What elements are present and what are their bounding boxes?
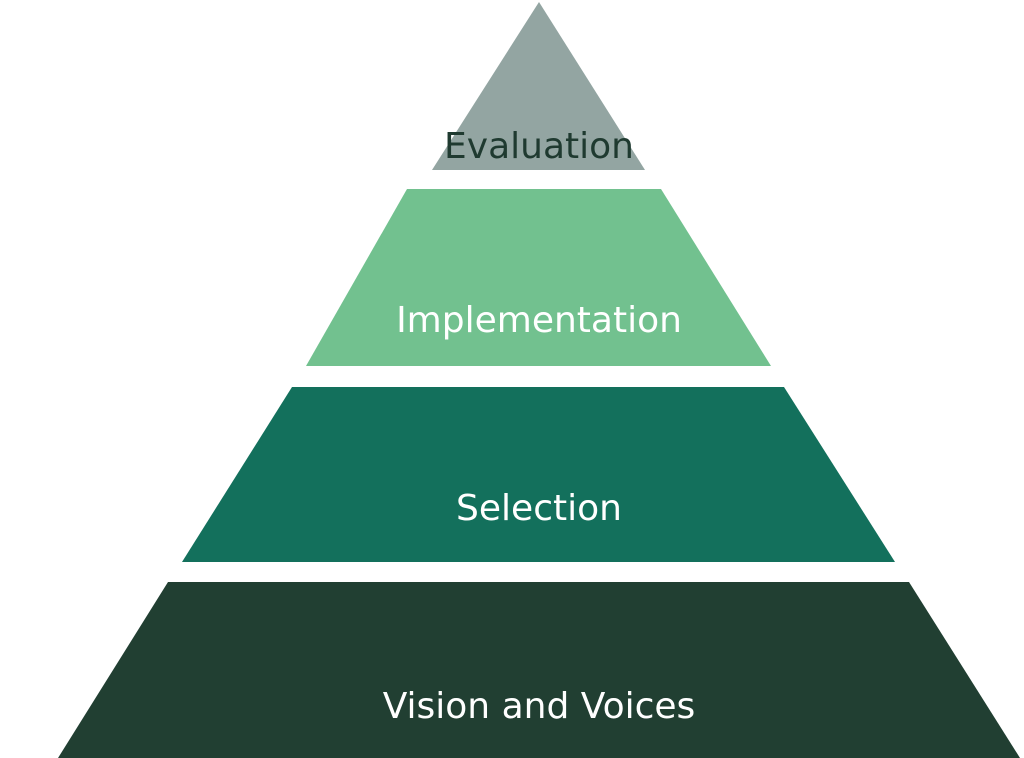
tier-evaluation-label: Evaluation — [444, 126, 634, 167]
tier-selection-shape — [182, 387, 895, 562]
tier-selection: Selection — [182, 387, 895, 562]
tier-vision-and-voices: Vision and Voices — [58, 582, 1020, 758]
tier-implementation: Implementation — [306, 189, 771, 366]
tier-vision-and-voices-label: Vision and Voices — [383, 686, 696, 727]
tier-selection-label: Selection — [456, 488, 622, 529]
tier-implementation-shape — [306, 189, 771, 366]
tier-implementation-label: Implementation — [396, 300, 682, 341]
tier-evaluation-shape — [432, 2, 645, 170]
tier-evaluation: Evaluation — [432, 2, 645, 170]
tier-vision-and-voices-shape — [58, 582, 1020, 758]
